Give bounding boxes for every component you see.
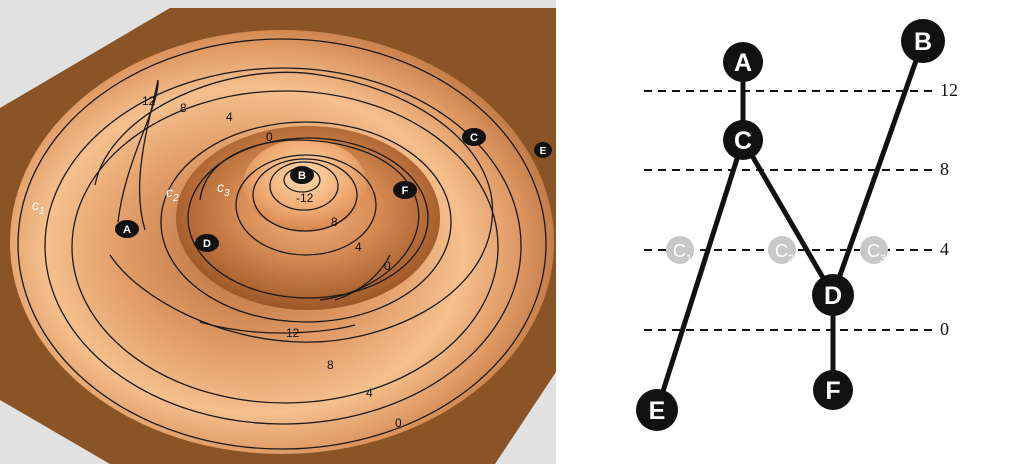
- level-label-12: 12: [940, 80, 958, 100]
- contour-label: 4: [366, 386, 373, 400]
- terrain-point-c: C: [462, 128, 486, 146]
- edge-b-d: [830, 38, 926, 298]
- terrain-points: A B C D E F: [115, 128, 552, 252]
- svg-text:E: E: [649, 397, 666, 425]
- contour-label: 4: [355, 240, 362, 254]
- contour-labels: 12 8 4 0 -12 8 4 0 12 8 4 0: [142, 94, 402, 430]
- contour-label: 12: [286, 326, 300, 340]
- tree-node-c: C: [723, 120, 763, 160]
- component-label-c1: c1: [32, 197, 45, 217]
- component-label-c3: c3: [217, 179, 230, 199]
- contour-line: [235, 154, 377, 256]
- contour-label: 4: [226, 110, 233, 124]
- component-label-c2: c2: [166, 184, 179, 204]
- contour-label: 0: [395, 416, 402, 430]
- level-label-0: 0: [940, 319, 949, 339]
- tree-nodes: A B C D E F: [636, 19, 945, 431]
- contour-label: 8: [327, 358, 334, 372]
- svg-text:D: D: [824, 282, 842, 310]
- tree-node-e: E: [636, 389, 678, 431]
- contour-line: [334, 254, 391, 301]
- contour-label: 12: [142, 94, 156, 108]
- svg-text:A: A: [123, 224, 131, 236]
- tree-node-a: A: [723, 42, 763, 82]
- component-c2: C2: [768, 236, 796, 265]
- svg-text:C: C: [470, 132, 478, 144]
- tree-node-d: D: [812, 274, 854, 316]
- contour-line: [117, 79, 159, 231]
- contour-line: [199, 139, 420, 301]
- contour-line: [269, 161, 339, 211]
- tree-node-f: F: [813, 370, 853, 410]
- terrain-point-b: B: [290, 166, 314, 184]
- contour-line: [17, 38, 547, 450]
- contour-line: [187, 137, 429, 299]
- svg-text:B: B: [914, 28, 932, 56]
- svg-text:C2: C2: [775, 241, 794, 265]
- contour-line: [44, 67, 522, 425]
- edge-c-d: [740, 137, 836, 298]
- svg-text:C1: C1: [673, 241, 692, 265]
- level-label-4: 4: [940, 239, 949, 259]
- contour-tree-svg: 12 8 4 0 C1 C2 C3: [636, 19, 958, 431]
- terrain-point-a: A: [115, 220, 139, 238]
- contour-label: 0: [384, 259, 391, 273]
- svg-text:F: F: [402, 185, 409, 197]
- tree-edges: [654, 38, 926, 413]
- svg-text:F: F: [825, 377, 840, 405]
- tree-node-b: B: [901, 19, 945, 63]
- terrain-svg: 12 8 4 0 -12 8 4 0 12 8 4 0 c1 c2 c3 A: [0, 8, 556, 464]
- contour-tree-figure: 12 8 4 0 C1 C2 C3: [600, 0, 1036, 471]
- svg-text:C3: C3: [867, 241, 886, 265]
- contour-line: [160, 121, 452, 323]
- contour-label: 8: [331, 215, 338, 229]
- svg-text:C: C: [734, 127, 752, 155]
- contour-label: 8: [180, 101, 187, 115]
- svg-text:E: E: [540, 146, 547, 157]
- component-markers: C1 C2 C3: [666, 236, 888, 265]
- terrain-point-f: F: [393, 181, 417, 199]
- svg-text:D: D: [203, 238, 211, 250]
- level-label-8: 8: [940, 159, 949, 179]
- terrain-figure: 12 8 4 0 -12 8 4 0 12 8 4 0 c1 c2 c3 A: [0, 0, 556, 464]
- contour-line: [71, 90, 499, 404]
- component-labels: c1 c2 c3: [32, 179, 230, 217]
- terrain-point-d: D: [195, 234, 219, 252]
- contour-label: 0: [266, 130, 273, 144]
- svg-text:B: B: [298, 170, 306, 182]
- svg-text:A: A: [734, 49, 752, 77]
- terrain-peak: [243, 139, 367, 231]
- contour-line: [199, 321, 356, 334]
- level-labels: 12 8 4 0: [940, 80, 958, 339]
- component-c1: C1: [666, 236, 694, 265]
- contour-lines: [17, 38, 547, 450]
- edge-c-e: [654, 137, 746, 413]
- contour-line: [94, 71, 494, 343]
- contour-label: -12: [296, 191, 314, 205]
- contour-line: [252, 158, 358, 232]
- terrain-point-e: E: [534, 142, 552, 158]
- component-c3: C3: [860, 236, 888, 265]
